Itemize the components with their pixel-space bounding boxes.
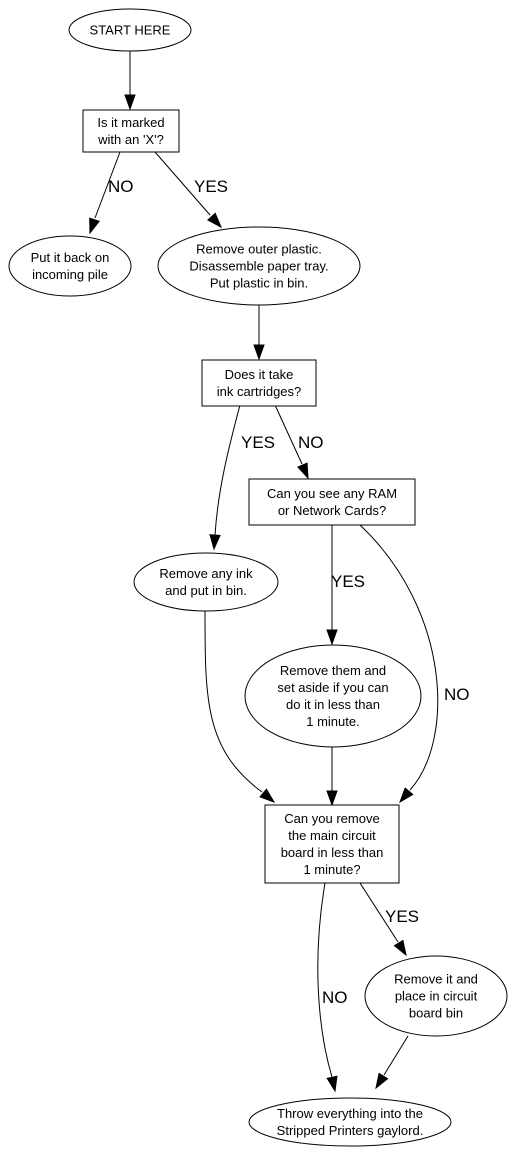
node-start: START HERE [68,8,192,52]
node-text-line: Stripped Printers gaylord. [277,1123,424,1138]
action-ellipse [8,235,132,297]
edge-label-board-yes: YES [385,907,419,926]
edge-labels-layer: NO YES YES NO YES NO YES NO [108,177,470,1007]
action-ellipse [244,644,422,748]
node-text-line: Throw everything into the [277,1106,423,1121]
node-text-line: START HERE [90,23,171,38]
edge-line [383,1035,409,1076]
arrowhead [206,212,223,229]
node-text-line: Can you see any RAM [267,486,397,501]
node-text-line: Remove any ink [159,566,253,581]
node-text-line: ink cartridges? [217,384,302,399]
edge-label-marked-no: NO [108,177,134,196]
edge-line [154,151,211,216]
arrowhead [209,534,221,551]
decision-box [264,804,400,884]
edge-ink-no [274,404,309,480]
node-text-line: board bin [409,1006,463,1021]
action-ellipse [68,8,192,52]
node-remove-plastic: Remove outer plastic. Disassemble paper t… [157,226,361,306]
edge-ram-no [359,524,439,804]
arrowhead [393,939,407,957]
node-text-line: Remove it and [394,972,478,987]
node-ink-cartridges: Does it take ink cartridges? [201,359,317,407]
decision-box [201,359,317,407]
node-remove-board: Remove it and place in circuit board bin [364,955,508,1037]
edge-line [317,882,333,1078]
node-ram-cards: Can you see any RAM or Network Cards? [248,478,416,526]
arrowhead [326,629,338,646]
edge-plastic-to-ink [253,305,265,361]
edge-label-ink-yes: YES [241,433,275,452]
edge-line [274,404,303,465]
edge-start-to-marked [124,51,136,111]
action-ellipse [248,1097,452,1147]
edge-removeink-to-board [204,610,276,803]
arrowhead [259,788,276,803]
action-ellipse [133,552,279,612]
edge-line [204,610,263,793]
arrowhead [253,344,265,361]
edge-label-ram-no: NO [444,685,470,704]
arrowhead [326,1075,338,1093]
node-text-line: Remove them and [280,663,386,678]
edge-board-yes [359,882,407,957]
node-text-line: Put it back on [31,250,110,265]
edge-line [359,524,439,791]
edge-removeboard-to-throw [375,1035,409,1090]
node-text-line: Remove outer plastic. [196,242,322,257]
edge-marked-yes [154,151,223,229]
edge-removethem-to-board [326,747,338,807]
edge-line [94,151,121,219]
node-text-line: with an 'X'? [97,132,164,147]
node-text-line: 1 minute. [306,714,359,729]
edge-ram-yes [326,525,338,646]
node-text-line: the main circuit [288,828,376,843]
edge-label-ram-yes: YES [331,572,365,591]
arrowhead [375,1072,389,1090]
node-text-line: board in less than [281,845,384,860]
node-remove-them: Remove them and set aside if you can do it… [244,644,422,748]
edge-label-board-no: NO [322,988,348,1007]
node-text-line: set aside if you can [277,680,388,695]
node-text-line: do it in less than [286,697,380,712]
edge-ink-yes [209,404,241,551]
edge-board-no [317,882,338,1093]
node-text-line: incoming pile [32,267,108,282]
arrowhead [326,790,338,807]
node-text-line: Disassemble paper tray. [189,259,328,274]
node-text-line: and put in bin. [165,583,247,598]
node-text-line: place in circuit [395,989,478,1004]
arrowhead [124,94,136,111]
arrowhead [89,217,101,235]
action-ellipse [364,955,508,1037]
node-remove-ink: Remove any ink and put in bin. [133,552,279,612]
arrowhead [297,462,309,480]
node-text-line: Does it take [225,367,294,382]
node-text-line: or Network Cards? [278,503,386,518]
node-put-back: Put it back on incoming pile [8,235,132,297]
edge-label-marked-yes: YES [194,177,228,196]
action-ellipse [157,226,361,306]
edges-layer [89,51,439,1093]
edge-line [359,882,399,943]
node-text-line: Can you remove [284,811,379,826]
decision-box [248,478,416,526]
edge-label-ink-no: NO [298,433,324,452]
node-text-line: 1 minute? [303,862,360,877]
node-text-line: Put plastic in bin. [210,276,308,291]
arrowhead [399,787,414,804]
nodes-layer: START HERE Is it marked with an 'X'? Put it… [8,8,508,1147]
node-text-line: Is it marked [97,115,164,130]
decision-box [82,109,180,153]
node-circuit-board: Can you remove the main circuit board in l… [264,804,400,884]
edge-line [214,404,241,536]
node-marked-x: Is it marked with an 'X'? [82,109,180,153]
edge-marked-no [89,151,121,235]
